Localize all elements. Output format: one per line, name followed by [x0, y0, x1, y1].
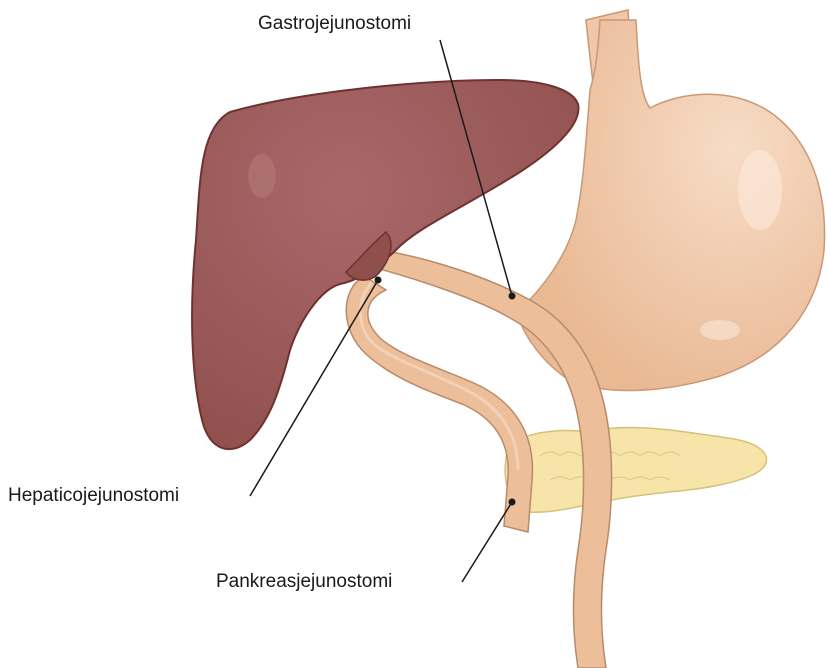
stomach-highlight-lower [700, 320, 740, 340]
label-pankreasjejunostomi: Pankreasjejunostomi [216, 572, 392, 591]
pankreasjejunostomi-leader [462, 502, 512, 582]
liver-highlight [248, 154, 276, 198]
stomach-highlight [738, 150, 782, 230]
pancreas-body [505, 428, 766, 513]
liver [192, 80, 578, 449]
label-hepaticojejunostomi: Hepaticojejunostomi [8, 486, 179, 505]
label-gastrojejunostomi: Gastrojejunostomi [258, 14, 411, 33]
pancreas [505, 428, 766, 513]
